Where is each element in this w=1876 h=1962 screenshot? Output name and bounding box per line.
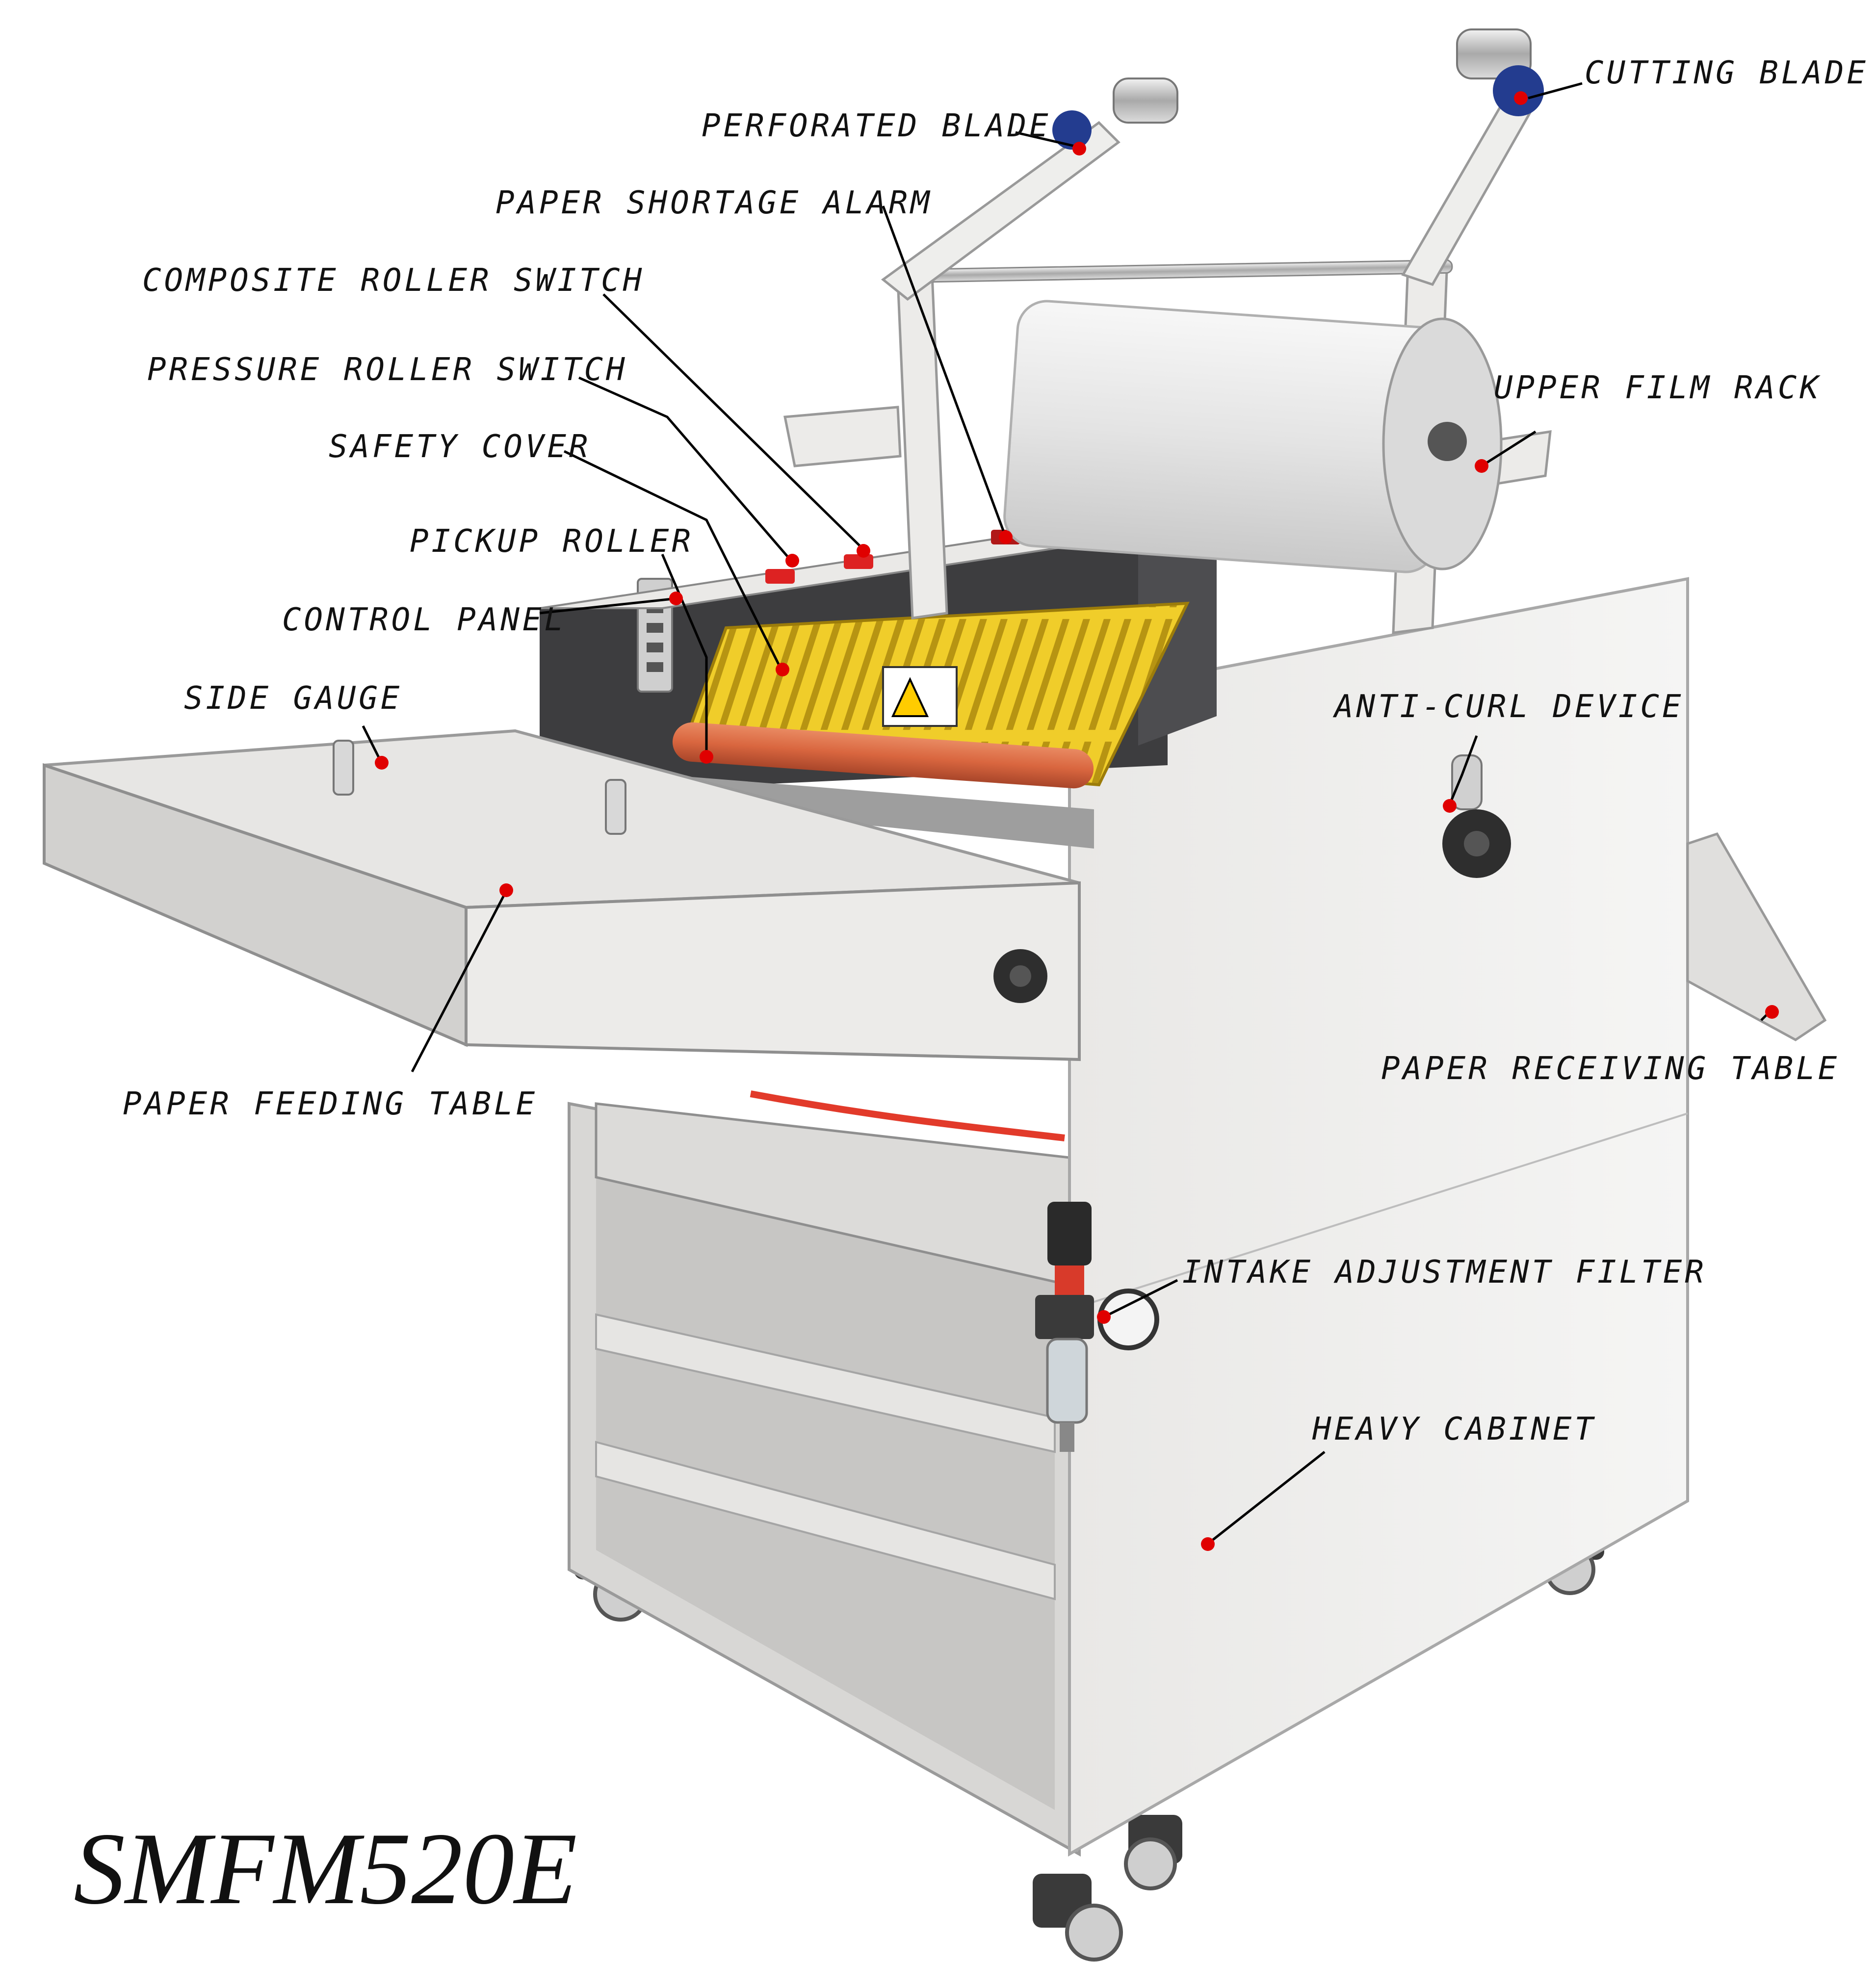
label-control-panel: CONTROL PANEL [282,602,566,638]
marker-paper-feeding-table [499,883,513,897]
marker-heavy-cabinet [1201,1537,1215,1551]
label-anti-curl-device: ANTI-CURL DEVICE [1332,689,1684,725]
label-paper-receiving-table: PAPER RECEIVING TABLE [1381,1051,1840,1087]
marker-composite-roller-switch [857,544,870,558]
blade-arms [881,28,1544,301]
marker-paper-shortage-alarm [999,530,1013,544]
leader-safety-cover [563,450,782,668]
marker-anti-curl-device [1443,799,1457,813]
leader-intake-adjustment-filter [1103,1279,1178,1318]
leader-pressure-roller-switch [578,376,791,560]
leader-paper-shortage-alarm [882,206,1007,538]
label-intake-adjustment-filter: INTAKE ADJUSTMENT FILTER [1182,1254,1707,1291]
anti-curl-knob [1442,754,1511,878]
label-paper-feeding-table: PAPER FEEDING TABLE [123,1086,538,1122]
label-side-gauge: SIDE GAUGE [184,680,402,717]
marker-cutting-blade [1514,91,1528,105]
machine-illustration [43,28,1827,1962]
callout-leaders [362,82,1772,1544]
leader-pickup-roller [661,554,708,755]
pickup-roller-shape [672,722,1094,789]
feeding-table-shape [43,729,1081,1061]
label-cutting-blade: CUTTING BLADE [1585,55,1869,91]
film-roll [1003,300,1503,573]
intake-filter-shape [1035,1202,1159,1452]
marker-side-gauge [375,756,389,770]
leader-perforated-blade [1015,131,1080,149]
callout-labels: PERFORATED BLADE CUTTING BLADE PAPER SHO… [123,55,1869,1447]
marker-intake-adjustment-filter [1097,1310,1111,1324]
marker-pressure-roller-switch [785,554,799,568]
marker-safety-cover [776,663,789,676]
model-name: SMFM520E [74,1812,577,1926]
label-pressure-roller-switch: PRESSURE ROLLER SWITCH [147,352,628,388]
leader-upper-film-rack [1481,430,1537,467]
marker-pickup-roller [700,750,713,764]
marker-upper-film-rack [1475,459,1488,473]
receiving-table-shape [1686,832,1827,1041]
marker-perforated-blade [1072,142,1086,155]
marker-paper-receiving-table [1765,1005,1779,1019]
label-perforated-blade: PERFORATED BLADE [702,108,1051,144]
label-upper-film-rack: UPPER FILM RACK [1494,370,1822,406]
leader-composite-roller-switch [602,293,864,550]
callout-markers [375,91,1779,1551]
label-composite-roller-switch: COMPOSITE ROLLER SWITCH [142,262,645,299]
marker-control-panel [669,592,683,605]
label-safety-cover: SAFETY COVER [329,429,591,465]
cabinet-body [568,577,1689,1857]
label-pickup-roller: PICKUP ROLLER [410,523,694,560]
leader-heavy-cabinet [1208,1451,1326,1544]
leader-side-gauge [362,725,382,761]
pressure-roller-switch-button[interactable] [765,569,795,584]
leader-paper-feeding-table [411,892,507,1073]
leader-control-panel [539,597,677,615]
leader-anti-curl-device [1448,735,1478,805]
leader-cutting-blade [1528,82,1583,100]
label-paper-shortage-alarm: PAPER SHORTAGE ALARM [495,185,933,221]
label-heavy-cabinet: HEAVY CABINET [1312,1411,1596,1447]
composite-roller-switch-button[interactable] [844,554,873,569]
